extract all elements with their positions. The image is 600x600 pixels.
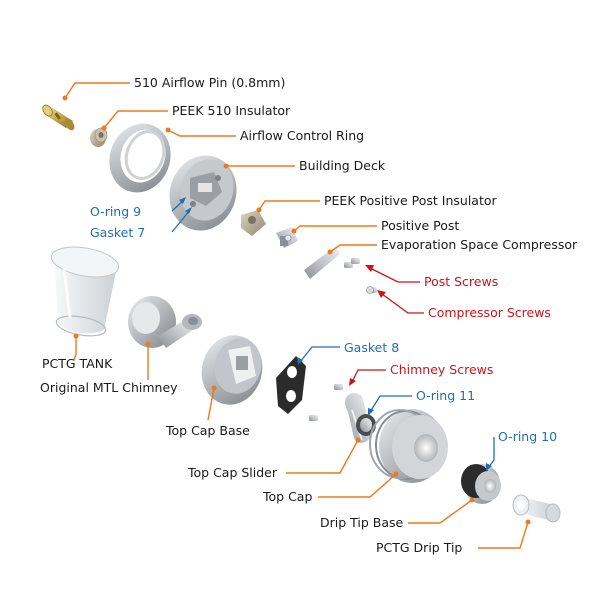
leader-positive-post: [293, 225, 377, 232]
peek-post-insulator: [241, 210, 266, 236]
leader-pctg-tank: [73, 336, 77, 361]
leader-top-cap-base: [207, 387, 215, 421]
label-o-ring-10: O-ring 10: [498, 429, 558, 444]
peek-510-insulator: [90, 127, 108, 147]
label-airflow-pin: 510 Airflow Pin (0.8mm): [134, 75, 286, 90]
leader-gasket8: [299, 346, 340, 363]
label-peek-post-insulator: PEEK Positive Post Insulator: [324, 193, 497, 208]
label-top-cap-base: Top Cap Base: [166, 423, 250, 438]
gasket-8: [276, 356, 306, 414]
evaporation-space-compressor: [304, 246, 340, 279]
leader-drip-tip-base: [408, 499, 473, 524]
label-top-cap: Top Cap: [263, 489, 313, 504]
leader-pctg-drip-tip: [478, 521, 529, 549]
label-o-ring-9: O-ring 9: [90, 204, 142, 219]
leader-peek-post-insulator: [258, 200, 320, 211]
label-gasket-7: Gasket 7: [90, 225, 146, 240]
label-drip-tip-base: Drip Tip Base: [320, 515, 404, 530]
label-peek-510-insulator: PEEK 510 Insulator: [172, 103, 291, 118]
label-gasket-8: Gasket 8: [344, 340, 400, 355]
compressor-screws: [366, 286, 377, 294]
building-deck: [169, 155, 237, 231]
label-compressor-screws: Compressor Screws: [428, 305, 551, 320]
red-arrowheads: [349, 265, 386, 386]
airflow-pin: [42, 104, 75, 131]
label-post-screws: Post Screws: [424, 274, 499, 289]
airflow-control-ring: [109, 123, 171, 193]
label-top-cap-slider: Top Cap Slider: [188, 465, 278, 480]
leader-gasket7: [171, 209, 191, 233]
drip-tip-base: [461, 464, 501, 504]
leader-airflow-pin: [64, 82, 130, 99]
label-pctg-tank: PCTG TANK: [42, 356, 113, 371]
label-evaporation-space-compressor: Evaporation Space Compressor: [381, 237, 578, 252]
top-cap-base: [201, 335, 263, 405]
post-screws: [344, 258, 360, 268]
top-cap: [369, 409, 448, 483]
label-o-ring-11: O-ring 11: [416, 388, 476, 403]
label-positive-post: Positive Post: [381, 218, 460, 233]
chimney-screws: [309, 384, 343, 421]
blue-arrowheads: [179, 197, 492, 471]
leader-top-cap: [318, 473, 397, 498]
leader-peek-insulator: [103, 110, 168, 129]
label-chimney-screws: Chimney Screws: [390, 362, 494, 377]
leader-airflow-ring: [167, 129, 236, 137]
leader-top-cap-slider: [286, 439, 359, 474]
label-pctg-drip-tip: PCTG Drip Tip: [376, 540, 463, 555]
label-mtl-chimney: Original MTL Chimney: [40, 380, 178, 395]
orange-leaders: [62, 82, 531, 549]
pctg-tank: [50, 246, 120, 337]
pctg-drip-tip: [512, 494, 561, 523]
leader-post-screws: [369, 267, 420, 283]
o-ring-11: [356, 414, 376, 436]
label-building-deck: Building Deck: [299, 158, 386, 173]
leader-oring11: [369, 395, 412, 413]
leader-chimney-screws: [351, 369, 386, 383]
label-airflow-control-ring: Airflow Control Ring: [240, 128, 365, 143]
mtl-chimney: [128, 296, 202, 348]
red-leaders: [351, 267, 424, 383]
leader-compressor-screws: [381, 293, 424, 314]
leader-evap-compressor: [329, 244, 377, 253]
leader-oring10: [487, 437, 495, 469]
